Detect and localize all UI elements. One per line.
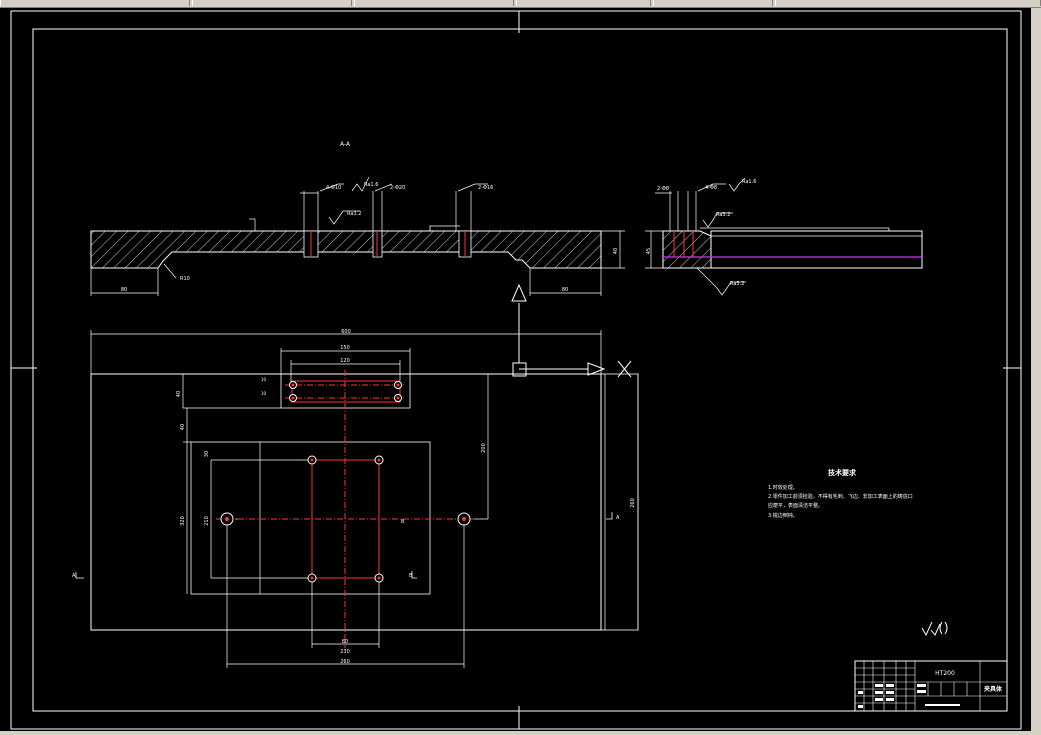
toolbar-segment[interactable] bbox=[653, 0, 773, 6]
svg-text:120: 120 bbox=[340, 358, 350, 364]
svg-text:A: A bbox=[616, 515, 620, 521]
svg-text:1.时效处理。: 1.时效处理。 bbox=[768, 484, 798, 491]
svg-text:40: 40 bbox=[180, 424, 186, 430]
svg-text:10: 10 bbox=[261, 377, 267, 382]
technical-requirements: 技术要求 1.时效处理。 2.零件加工前须检验，不得有毛刺、飞边、非加工表面上的… bbox=[768, 468, 913, 519]
svg-text:40: 40 bbox=[176, 391, 182, 397]
svg-text:320: 320 bbox=[180, 516, 186, 526]
svg-text:3.锐边倒钝。: 3.锐边倒钝。 bbox=[768, 512, 798, 519]
svg-text:80: 80 bbox=[562, 287, 568, 293]
svg-text:40: 40 bbox=[613, 248, 619, 254]
svg-text:80: 80 bbox=[121, 287, 127, 293]
drawing-canvas[interactable]: A-A bbox=[0, 8, 1031, 731]
toolbar-segment[interactable] bbox=[0, 0, 190, 6]
svg-text:4-Φ8: 4-Φ8 bbox=[705, 185, 717, 191]
toolbar-segment[interactable] bbox=[516, 0, 651, 6]
toolbar-segment[interactable] bbox=[354, 0, 514, 6]
svg-text:Ra1.6: Ra1.6 bbox=[742, 179, 756, 185]
svg-text:Ra1.6: Ra1.6 bbox=[364, 182, 378, 188]
svg-text:应磨平，表面清洁平整。: 应磨平，表面清洁平整。 bbox=[768, 502, 823, 509]
vertical-scrollbar[interactable] bbox=[1031, 8, 1041, 735]
section-label: A-A bbox=[340, 141, 351, 148]
svg-text:30: 30 bbox=[204, 451, 210, 457]
svg-text:技术要求: 技术要求 bbox=[828, 468, 857, 477]
svg-text:A: A bbox=[72, 573, 76, 579]
svg-text:Ra3.2: Ra3.2 bbox=[347, 211, 361, 217]
part-name: 夹具体 bbox=[984, 685, 1003, 693]
plan-view: 600 150 120 40 40 200 260 30 320 210 80 … bbox=[72, 329, 639, 668]
svg-text:210: 210 bbox=[204, 516, 210, 526]
section-view: 4-Φ10 2-Φ20 2-Φ16 Ra1.6 Ra3.2 R10 80 80 … bbox=[90, 176, 625, 296]
toolbar-segment[interactable] bbox=[775, 0, 1041, 6]
inner-frame bbox=[32, 28, 1008, 712]
svg-text:Ra3.2: Ra3.2 bbox=[716, 212, 730, 218]
title-block: HT200 夹具体 bbox=[854, 660, 1008, 712]
horizontal-scrollbar[interactable] bbox=[0, 731, 1031, 735]
svg-text:2-Φ8: 2-Φ8 bbox=[657, 186, 669, 192]
center-marks bbox=[11, 11, 1021, 729]
ucs-icon bbox=[511, 283, 632, 378]
roughness-symbol bbox=[921, 621, 948, 637]
svg-text:B: B bbox=[401, 519, 405, 525]
svg-text:45: 45 bbox=[646, 248, 652, 254]
svg-text:200: 200 bbox=[481, 443, 487, 453]
svg-text:B: B bbox=[409, 573, 413, 579]
svg-text:150: 150 bbox=[340, 345, 350, 351]
outer-frame bbox=[10, 10, 1022, 730]
svg-text:260: 260 bbox=[630, 498, 636, 508]
svg-text:Ra3.2: Ra3.2 bbox=[730, 281, 744, 287]
svg-text:4-Φ10: 4-Φ10 bbox=[326, 185, 341, 191]
material-label: HT200 bbox=[935, 670, 955, 677]
svg-text:2-Φ20: 2-Φ20 bbox=[390, 185, 405, 191]
svg-text:80: 80 bbox=[342, 639, 348, 645]
svg-text:600: 600 bbox=[341, 329, 351, 335]
svg-text:10: 10 bbox=[261, 391, 267, 396]
toolbar-segment[interactable] bbox=[192, 0, 352, 6]
side-view: 2-Φ8 4-Φ8 Ra1.6 Ra3.2 Ra3.2 45 bbox=[645, 177, 923, 296]
svg-text:230: 230 bbox=[340, 649, 350, 655]
svg-text:2.零件加工前须检验，不得有毛刺、飞边、非加工表面上的铸造口: 2.零件加工前须检验，不得有毛刺、飞边、非加工表面上的铸造口 bbox=[768, 493, 913, 500]
svg-text:260: 260 bbox=[340, 659, 350, 665]
svg-text:R10: R10 bbox=[180, 276, 190, 282]
window-toolbar bbox=[0, 0, 1041, 8]
svg-text:2-Φ16: 2-Φ16 bbox=[478, 185, 493, 191]
